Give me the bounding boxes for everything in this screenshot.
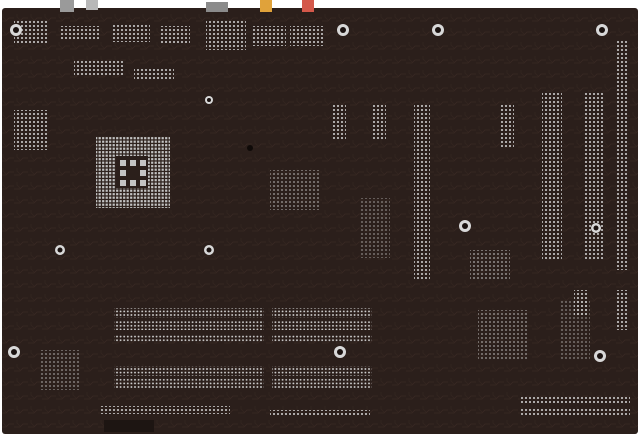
top-io-connectors	[60, 0, 314, 12]
memory-slot-solder-rows	[100, 308, 372, 416]
orange-audio-jack	[260, 0, 272, 12]
mounting-holes	[8, 24, 608, 362]
expansion-slot-solder-columns	[332, 40, 630, 416]
cpu-socket-area	[96, 136, 170, 208]
bottom-edge-notch	[104, 420, 154, 432]
red-audio-jack	[302, 0, 314, 12]
io-header-solder	[14, 20, 324, 150]
small-component-clusters	[40, 170, 590, 390]
